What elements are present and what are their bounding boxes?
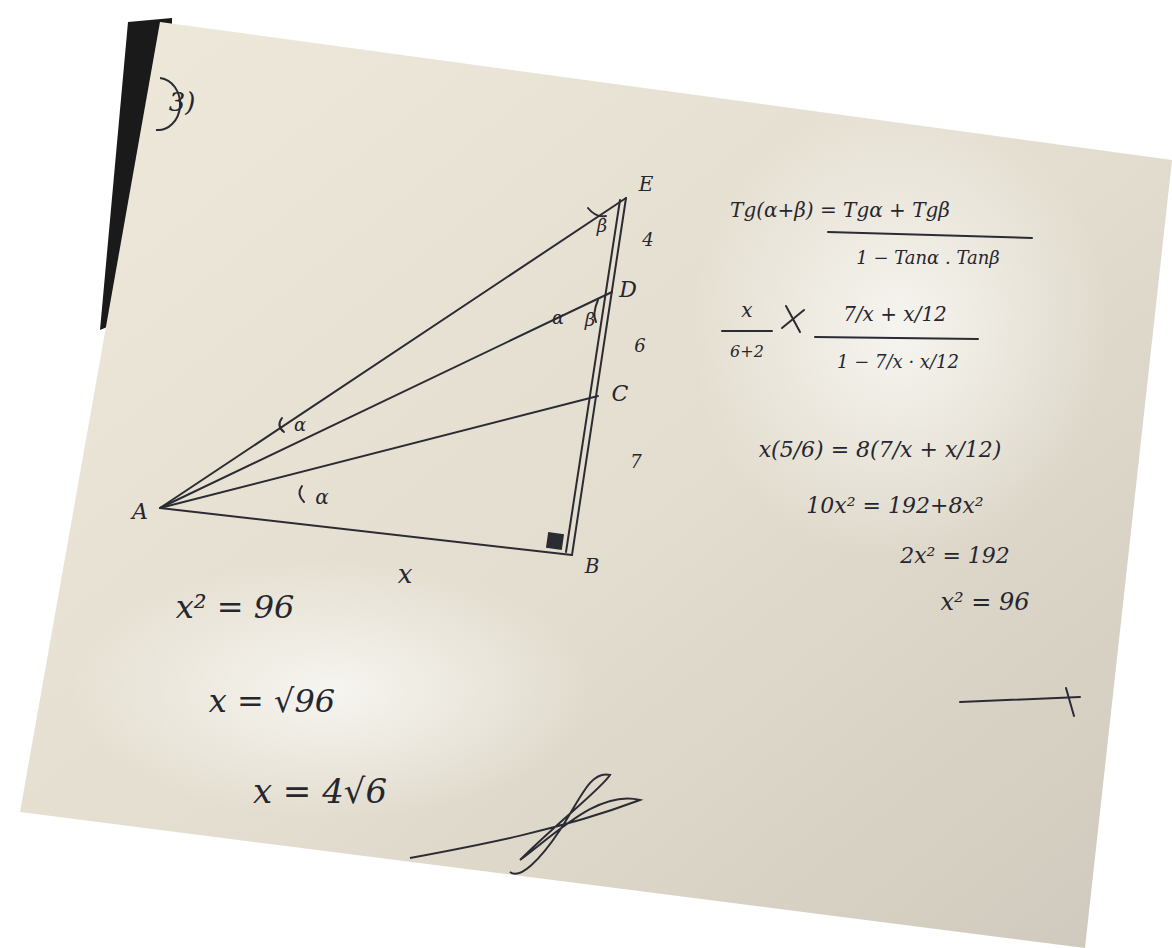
angle-label: α [552,308,564,328]
point-label: E [639,173,654,195]
segment-length: 7 [630,452,641,472]
equation: Tg(α+β) = Tgα + Tgβ [730,199,950,221]
equation: x [741,299,752,321]
fraction-bars [722,232,1080,716]
equation: 6+2 [730,343,764,361]
point-label: D [619,278,637,302]
equation: 10x² = 192+8x² [806,494,983,518]
result: x = 4√6 [253,773,387,810]
angle-label: α [294,415,306,435]
point-label: B [585,555,600,577]
equation: x(5/6) = 8(7/x + x/12) [759,438,1002,462]
problem-number: 3) [169,88,196,117]
segment-length: 6 [634,336,645,356]
light-glare [690,100,1110,560]
result: x² = 96 [176,590,295,625]
signature-scribble [410,774,640,873]
equation: 2x² = 192 [900,544,1010,568]
equation: x² = 96 [940,589,1029,615]
equation: 1 − Tanα . Tanβ [856,248,1000,268]
angle-label: α [315,486,329,508]
light-glare [70,560,590,820]
side-label: x [398,560,413,589]
point-label: A [132,500,148,524]
angle-label: β [597,216,607,236]
paper-sheet [20,22,1172,948]
result: x = √96 [209,684,335,719]
segment-length: 4 [642,230,653,250]
angle-label: β [585,310,595,330]
triangle-figure [160,198,626,555]
equation: 7/x + x/12 [843,303,947,325]
equation: 1 − 7/x · x/12 [837,352,959,372]
point-label: C [612,382,629,406]
